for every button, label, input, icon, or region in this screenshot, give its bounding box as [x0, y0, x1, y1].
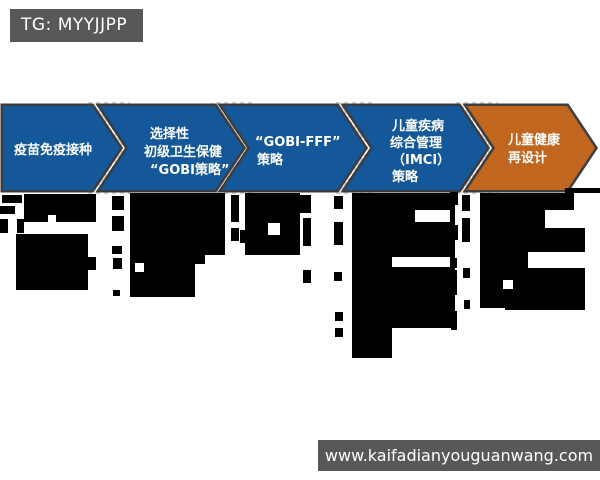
process-step-label: “GOBI策略”	[150, 162, 230, 178]
redacted-text-block	[48, 215, 56, 223]
redacted-text-block	[505, 268, 585, 310]
process-step-label: （IMCI）	[392, 152, 450, 168]
redacted-text-block	[0, 219, 8, 233]
redacted-text-block	[24, 194, 96, 222]
redacted-text-block	[231, 228, 239, 241]
process-step-label: 综合管理	[390, 135, 442, 151]
process-step-5: 儿童健康 再设计	[462, 103, 599, 193]
redacted-text-block	[231, 195, 239, 222]
process-arrow-band: 疫苗免疫接种 选择性 初级卫生保健 “GOBI策略” “GOBI-FFF” 策略…	[0, 102, 599, 194]
process-step-label: 初级卫生保健	[144, 144, 222, 160]
redacted-text-block	[88, 257, 96, 270]
redacted-text-block	[334, 196, 343, 209]
redacted-text-block	[480, 193, 574, 210]
redacted-text-block	[113, 258, 122, 269]
redacted-text-block	[392, 257, 450, 267]
process-step-label: 儿童健康	[507, 132, 561, 148]
redacted-text-block	[464, 300, 470, 309]
redacted-text-block	[112, 216, 124, 231]
chevron-arrow-shape	[217, 103, 369, 193]
process-step-label: 选择性	[150, 126, 189, 142]
process-step-label: “GOBI-FFF”	[255, 135, 341, 150]
redacted-text-block	[352, 193, 455, 257]
redacted-text-block	[450, 270, 457, 295]
process-step-1: 疫苗免疫接种	[0, 103, 124, 193]
redacted-text-block	[300, 195, 311, 213]
redacted-text-block	[135, 263, 144, 272]
watermark-tag-label: TG: MYYJJPP	[21, 15, 128, 35]
process-step-2: 选择性 初级卫生保健 “GOBI策略”	[95, 103, 247, 193]
process-step-3: “GOBI-FFF” 策略	[217, 103, 369, 193]
chevron-arrow-shape	[0, 103, 124, 193]
redacted-text-block	[268, 223, 280, 235]
watermark-tag-box: TG: MYYJJPP	[10, 9, 143, 42]
redacted-text-block	[193, 248, 205, 264]
process-step-label: 儿童疾病	[391, 118, 444, 134]
chevron-arrow-shape	[95, 103, 247, 193]
redacted-text-block	[450, 225, 458, 240]
redacted-text-block	[113, 290, 120, 296]
process-step-label: 策略	[257, 152, 284, 168]
redacted-text-block	[240, 230, 246, 243]
redacted-text-block	[0, 206, 15, 214]
redacted-text-block	[352, 328, 392, 358]
process-step-label: 疫苗免疫接种	[14, 142, 92, 158]
redacted-text-block	[480, 210, 545, 228]
process-step-4: 儿童疾病 综合管理 （IMCI） 策略	[340, 103, 491, 193]
redacted-text-block	[451, 311, 457, 330]
redacted-text-block	[303, 270, 311, 283]
redacted-text-block	[335, 328, 343, 337]
redacted-text-block	[503, 280, 513, 289]
watermark-url: www.kaifadianyouguanwang.com	[324, 446, 594, 465]
redacted-text-block	[463, 268, 470, 278]
redacted-text-block	[462, 195, 470, 211]
redacted-text-block	[575, 300, 585, 306]
redacted-text-block	[16, 234, 88, 290]
watermark-url-bar: www.kaifadianyouguanwang.com	[318, 440, 600, 471]
redacted-text-block	[415, 210, 450, 222]
process-step-label: 再设计	[508, 150, 547, 166]
redacted-text-block	[303, 218, 311, 246]
redacted-text-block	[130, 193, 195, 297]
redacted-text-block	[17, 219, 24, 233]
redacted-text-block	[462, 218, 470, 242]
redacted-text-block	[480, 228, 585, 252]
redacted-text-block	[195, 193, 225, 255]
redacted-text-block	[335, 312, 343, 321]
redacted-text-block	[450, 192, 458, 205]
process-step-label: 策略	[392, 169, 419, 185]
redacted-text-block	[112, 246, 122, 254]
redacted-text-block	[334, 272, 342, 281]
redacted-text-block	[565, 188, 600, 193]
redacted-text-block	[112, 196, 124, 210]
chevron-arrow-shape	[340, 103, 491, 193]
redacted-text-block	[450, 258, 457, 268]
redacted-text-block	[352, 257, 455, 328]
redacted-text-block	[2, 195, 22, 203]
redacted-text-block	[334, 222, 343, 245]
